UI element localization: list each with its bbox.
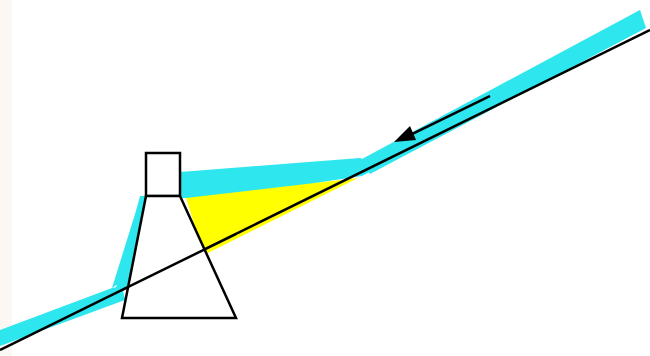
flow-arrow-head: [394, 126, 416, 142]
dam-crest: [146, 153, 180, 196]
downstream-water: [0, 286, 125, 346]
upstream-river-water: [360, 10, 646, 174]
riverbed-line: [0, 30, 650, 350]
